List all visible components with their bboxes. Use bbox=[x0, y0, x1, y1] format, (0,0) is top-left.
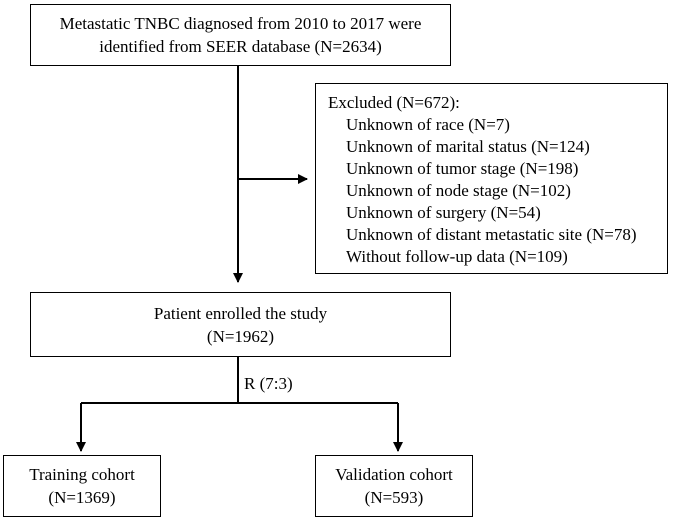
excluded-item-node-stage: Unknown of node stage (N=102) bbox=[346, 181, 571, 200]
validation-cohort-box: Validation cohort (N=593) bbox=[315, 455, 473, 517]
split-ratio-label: R (7:3) bbox=[244, 374, 293, 393]
training-line2: (N=1369) bbox=[48, 488, 116, 507]
top-box-line1: Metastatic TNBC diagnosed from 2010 to 2… bbox=[59, 14, 422, 33]
training-cohort-box: Training cohort (N=1369) bbox=[3, 455, 161, 517]
validation-line1: Validation cohort bbox=[335, 465, 453, 484]
excluded-item-tumor-stage: Unknown of tumor stage (N=198) bbox=[346, 159, 579, 178]
excluded-list: Unknown of race (N=7) Unknown of marital… bbox=[346, 114, 637, 268]
excluded-item-race: Unknown of race (N=7) bbox=[346, 115, 510, 134]
excluded-title: Excluded (N=672): bbox=[328, 93, 460, 112]
excluded-item-follow-up: Without follow-up data (N=109) bbox=[346, 247, 568, 266]
validation-line2: (N=593) bbox=[364, 488, 424, 507]
excluded-item-metastatic-site: Unknown of distant metastatic site (N=78… bbox=[346, 225, 637, 244]
enrolled-line1: Patient enrolled the study bbox=[153, 303, 328, 323]
top-box-line2: identified from SEER database (N=2634) bbox=[99, 37, 382, 56]
excluded-item-marital-status: Unknown of marital status (N=124) bbox=[346, 137, 590, 156]
enrolled-line2: (N=1962) bbox=[206, 326, 275, 346]
training-line1: Training cohort bbox=[29, 465, 135, 484]
excluded-item-surgery: Unknown of surgery (N=54) bbox=[346, 203, 541, 222]
top-box-identified: Metastatic TNBC diagnosed from 2010 to 2… bbox=[30, 4, 451, 66]
enrolled-box: Patient enrolled the study (N=1962) bbox=[30, 292, 451, 357]
excluded-box: Excluded (N=672): Unknown of race (N=7) … bbox=[315, 83, 668, 274]
